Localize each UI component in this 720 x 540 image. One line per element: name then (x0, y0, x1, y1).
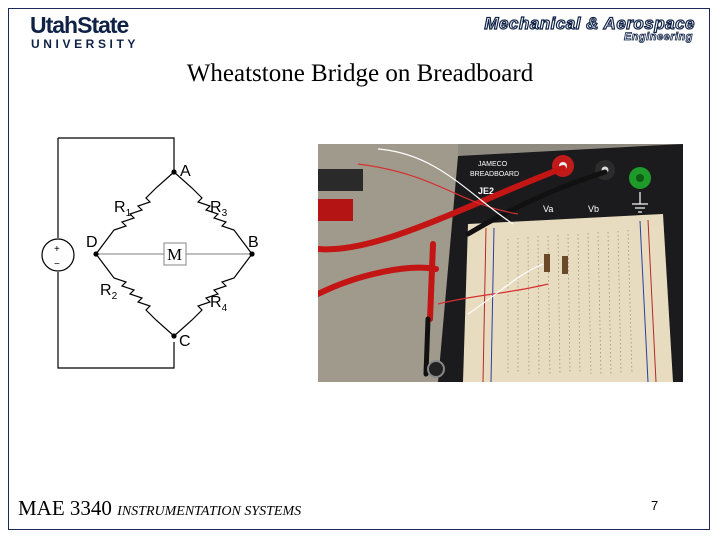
resistor-r2-zigzag (95, 253, 175, 337)
course-subtitle: INSTRUMENTATION SYSTEMS (117, 504, 302, 519)
red-wires (318, 165, 566, 322)
breadboard-photo: JAMECO BREADBOARD JE2 Va Vb (318, 144, 683, 382)
dept-logo-bottom: Engineering (623, 31, 693, 44)
brand-label: JAMECO (478, 161, 508, 168)
power-rails (482, 219, 657, 382)
resistor-r1-zigzag (95, 171, 175, 255)
resistor-r3-label: R3 (210, 199, 228, 219)
node-d-label: D (86, 234, 98, 251)
usu-logo-bottom: UNIVERSITY (31, 37, 140, 51)
vb-label: Vb (588, 204, 599, 214)
wire-left-lower (57, 272, 175, 369)
source-plus-label: + (54, 244, 60, 255)
wire-top (58, 137, 175, 172)
resistor-r4-label: R4 (210, 294, 228, 314)
slide-frame (8, 8, 710, 530)
meter-label: M (167, 245, 182, 264)
black-wires (423, 169, 608, 377)
resistor-component-2 (562, 256, 568, 274)
node-c-label: C (179, 333, 191, 350)
ground-symbol (632, 192, 648, 213)
dept-logo-top: Mechanical & Aerospace (484, 13, 695, 33)
node-c-dot (171, 333, 177, 339)
dept-logo: Mechanical & Aerospace Engineering (400, 13, 695, 46)
source-minus-label: − (54, 259, 60, 270)
va-label: Va (543, 204, 553, 214)
slide-title: Wheatstone Bridge on Breadboard (186, 60, 534, 87)
node-d-dot (93, 251, 99, 257)
resistor-r1-label: R1 (114, 199, 132, 219)
usu-logo: UtahState UNIVERSITY (30, 12, 160, 52)
footer-course: MAE 3340 INSTRUMENTATION SYSTEMS (18, 496, 301, 521)
resistor-r2-label: R2 (100, 282, 118, 302)
connector-red (318, 199, 353, 221)
node-a-label: A (180, 163, 191, 180)
resistor-component-1 (544, 254, 550, 272)
page-number: 7 (651, 498, 659, 513)
node-b-dot (249, 251, 255, 257)
course-code: MAE 3340 (18, 496, 112, 520)
connector-black (318, 169, 363, 191)
bridge-diagram: A B C D R1 R3 R2 R4 M + − (41, 137, 259, 369)
usu-logo-top: UtahState (30, 12, 129, 38)
resistor-r3-zigzag (173, 171, 253, 255)
node-b-label: B (248, 234, 259, 251)
connector-bnc (427, 360, 445, 378)
resistor-r4-zigzag (173, 253, 253, 337)
board-label: BREADBOARD (470, 171, 519, 178)
voltage-source (41, 238, 75, 272)
model-label: JE2 (478, 186, 494, 196)
meter-box (163, 242, 187, 266)
node-a-dot (171, 169, 177, 175)
